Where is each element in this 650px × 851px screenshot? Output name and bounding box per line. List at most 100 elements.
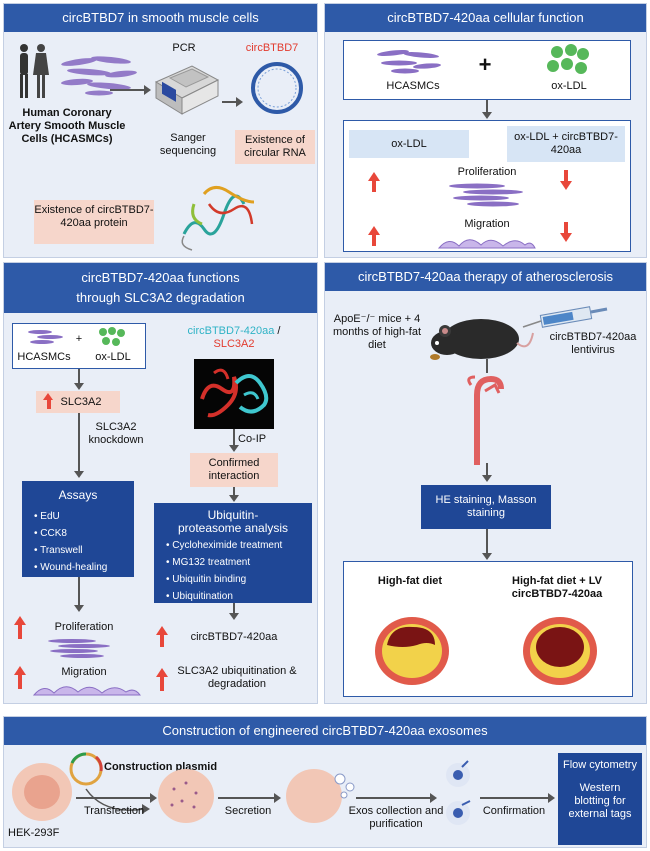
up-arrow-head [43, 393, 53, 400]
hcasmcs-label: HCASMCs [17, 351, 71, 363]
artery-section-high-fat [375, 617, 449, 685]
hcasmcs-cells-icon [377, 50, 441, 74]
confirmation-box: Flow cytometry Western blotting for exte… [558, 753, 642, 845]
treated-column-header: ox-LDL + circBTBD7-420aa [507, 126, 625, 162]
arrow-to-result [233, 603, 235, 615]
up-arrow-ubiquitination [160, 677, 164, 691]
ubiquitin-analysis-box: Ubiquitin-proteasome analysis Cyclohexim… [154, 503, 312, 603]
pcr-machine-icon [154, 65, 220, 115]
smooth-muscle-cells-icon [61, 56, 137, 96]
human-figures-icon [20, 44, 49, 98]
arrow-head [482, 112, 492, 119]
panel-smooth-muscle: circBTBD7 in smooth muscle cells Human C… [3, 3, 318, 258]
proliferation-label: Proliferation [457, 166, 517, 178]
plus-sign: + [75, 333, 83, 345]
existence-rna-box: Existence of circular RNA [235, 130, 315, 164]
ubiquitin-item: Ubiquitination [166, 588, 308, 605]
staining-box: HE staining, Masson staining [421, 485, 551, 529]
arrow-confirmation [480, 797, 548, 799]
western-blot-label: Western blotting for external tags [568, 782, 632, 820]
arrow-to-results [78, 577, 80, 607]
arrow-to-ubi [233, 487, 235, 497]
up-arrow-circ [160, 635, 164, 647]
arrow-head [150, 793, 157, 803]
assay-item: EdU [34, 508, 130, 525]
down-arrow-migration [564, 222, 568, 234]
migration-cells-icon [32, 686, 142, 696]
arrow-exos [356, 797, 430, 799]
assays-title: Assays [58, 488, 98, 502]
arrow-head [229, 613, 239, 620]
arrow-head [229, 445, 239, 452]
assays-box: Assays EdU CCK8 Transwell Wound-healing [22, 481, 134, 577]
panel-exosomes: Construction of engineered circBTBD7-420… [3, 716, 647, 848]
slc3a2-label: SLC3A2 [60, 396, 102, 408]
arrow-head [229, 495, 239, 502]
coip-label: Co-IP [238, 433, 267, 445]
circ-label: circBTBD7 [245, 42, 299, 54]
up-arrow-migration [372, 234, 376, 246]
assay-item: CCK8 [34, 525, 130, 542]
transfected-cell-icon [158, 769, 214, 823]
ox-ldl-particles-icon [547, 44, 589, 74]
panel-therapy: circBTBD7-420aa therapy of atheroscleros… [324, 262, 647, 704]
up-arrow-proliferation [372, 180, 376, 192]
arrow-head [430, 793, 437, 803]
panel-title: circBTBD7 in smooth muscle cells [4, 4, 317, 32]
arrow-to-confirmed [233, 429, 235, 447]
up-arrow-slc3a2 [47, 399, 51, 409]
arrow-transfection [76, 797, 150, 799]
panel-slc3a2-degradation: circBTBD7-420aa functions through SLC3A2… [3, 262, 318, 704]
arrow-head [236, 97, 243, 107]
arrow-to-slc [78, 369, 80, 385]
up-arrow-migration [18, 675, 22, 689]
migration-label: Migration [61, 666, 107, 678]
secretion-label: Secretion [224, 805, 272, 817]
ubiquitin-item: MG132 treatment [166, 554, 308, 571]
pcr-label: PCR [172, 42, 196, 54]
down-arrow-proliferation [564, 170, 568, 182]
arrow-head [548, 793, 555, 803]
plus-sign: + [478, 52, 492, 77]
flow-cytometry-label: Flow cytometry [563, 759, 637, 771]
arrow-pcr-to-circ [110, 89, 146, 91]
high-fat-label: High-fat diet [377, 575, 443, 587]
mice-label: ApoE⁻/⁻ mice + 4 months of high-fat diet [332, 313, 422, 351]
slc3a2-box [36, 391, 120, 413]
confirmation-label: Confirmation [482, 805, 546, 817]
confirmed-interaction-box: Confirmed interaction [190, 453, 278, 487]
exos-label: Exos collection and purification [348, 805, 444, 830]
assay-item: Transwell [34, 542, 130, 559]
aorta-icon [467, 375, 504, 465]
arrow-plasmid-to-cell [85, 788, 150, 814]
up-arrow-head [156, 668, 168, 677]
ubiquitin-item: Cycloheximide treatment [166, 537, 308, 554]
lentivirus-label: circBTBD7-420aa lentivirus [549, 331, 637, 356]
down-arrow-head [560, 233, 572, 242]
arrow-to-comparison [486, 529, 488, 555]
arrow-head [274, 793, 281, 803]
syringe-icon [522, 306, 608, 328]
panel-title: circBTBD7-420aa cellular function [325, 4, 646, 32]
circ-protein-name: circBTBD7-420aa [187, 325, 275, 337]
arrow-machine-to-circ [222, 101, 238, 103]
transfection-label: Transfection [83, 805, 145, 817]
up-arrow-head [14, 666, 26, 675]
result-slc-label: SLC3A2 ubiquitination & degradation [177, 665, 297, 690]
treated-label: High-fat diet + LV circBTBD7-420aa [511, 575, 603, 600]
arrow-head [482, 553, 492, 560]
circular-rna-icon [251, 62, 303, 114]
secreting-cell-icon [286, 769, 355, 823]
proliferation-cells-icon [449, 183, 523, 207]
protein-complex-image [194, 359, 274, 429]
panel-cellular-function: circBTBD7-420aa cellular function HCASMC… [324, 3, 647, 258]
cells-label: Human Coronary Artery Smooth Muscle Cell… [8, 107, 126, 145]
ox-ldl-label: ox-LDL [551, 80, 587, 92]
assay-item: Wound-healing [34, 559, 130, 576]
existence-protein-box: Existence of circBTBD7-420aa protein [34, 200, 154, 244]
arrow-head [74, 605, 84, 612]
ox-ldl-column-header: ox-LDL [349, 130, 469, 158]
panel-title: circBTBD7-420aa therapy of atheroscleros… [325, 263, 646, 291]
migration-cells-icon [437, 239, 536, 249]
arrow-head [74, 471, 84, 478]
